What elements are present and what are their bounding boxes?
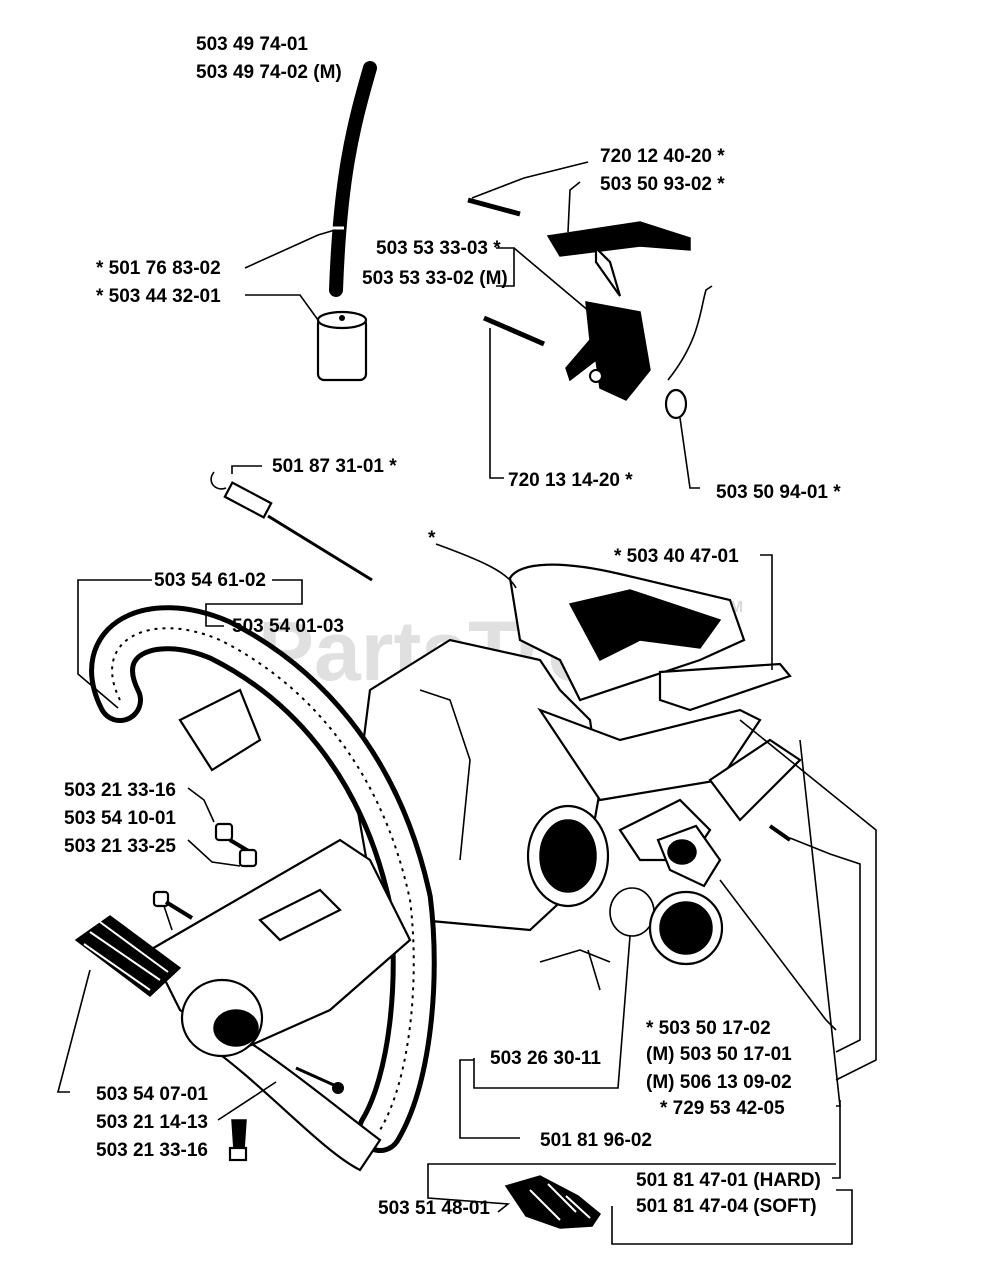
label-spring: 503 50 94-01 * [716, 482, 841, 503]
label-av-hard: 501 81 47-01 (HARD) [636, 1170, 821, 1191]
label-filter-b: * 503 44 32-01 [96, 286, 221, 307]
lower-bracket-drawing [148, 838, 412, 1058]
label-screw-16b: 503 21 33-16 [96, 1140, 208, 1161]
label-pin-top: 720 12 40-20 * [600, 146, 725, 167]
tank-caps-drawing [539, 824, 724, 991]
label-handle-cover: * 503 40 47-01 [614, 546, 739, 567]
label-trigger-a: 503 53 33-03 * [376, 238, 501, 259]
grip-spring-drawing [74, 915, 182, 997]
part-labels: 503 49 74-01 503 49 74-02 (M) 720 12 40-… [64, 34, 841, 1219]
label-star: * [428, 528, 436, 549]
screws-drawing [152, 822, 792, 1162]
label-screw-25: 503 21 33-25 [64, 836, 176, 857]
label-trigger-m: 503 53 33-02 (M) [362, 268, 508, 289]
throttle-trigger-drawing [467, 197, 713, 420]
fuel-hose-drawing [329, 61, 377, 297]
label-cap-m: (M) 503 50 17-01 [646, 1044, 792, 1065]
label-tank: 501 81 96-02 [540, 1130, 652, 1151]
label-grip: 503 54 07-01 [96, 1084, 208, 1105]
label-rod: 501 87 31-01 * [272, 456, 397, 477]
leader-lines [56, 161, 877, 1245]
label-screw-13: 503 21 14-13 [96, 1112, 208, 1133]
fuel-filter-drawing [316, 310, 368, 382]
label-av-buffer: 503 51 48-01 [378, 1198, 490, 1219]
label-av-soft: 501 81 47-04 (SOFT) [636, 1196, 817, 1217]
label-cap-b: * 729 53 42-05 [660, 1098, 785, 1119]
choke-rod-drawing [210, 471, 373, 582]
label-cap-a: * 503 50 17-02 [646, 1018, 771, 1039]
label-filter-a: * 501 76 83-02 [96, 258, 221, 279]
av-buffer-drawing [504, 1175, 602, 1229]
label-spacer: 503 54 10-01 [64, 808, 176, 829]
label-front-handle: 503 54 61-02 [154, 570, 266, 591]
label-handle-b: 503 54 01-03 [232, 616, 344, 637]
label-oring: 503 26 30-11 [490, 1048, 601, 1069]
label-cap-m2: (M) 506 13 09-02 [646, 1072, 792, 1093]
label-hose-main: 503 49 74-01 [196, 34, 308, 55]
label-hose-m: 503 49 74-02 (M) [196, 62, 342, 83]
label-throttle: 503 50 93-02 * [600, 174, 725, 195]
label-pin-lower: 720 13 14-20 * [508, 470, 633, 491]
label-screw-16: 503 21 33-16 [64, 780, 176, 801]
front-handle-drawing [89, 605, 437, 1172]
